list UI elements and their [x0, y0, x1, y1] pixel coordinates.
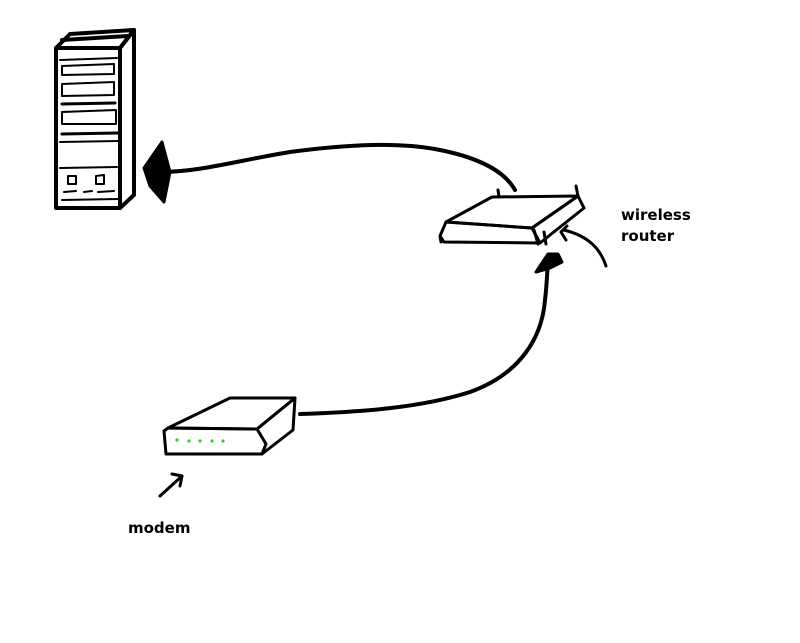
- modem-pointer-arrow-icon: [158, 472, 184, 498]
- cable-computer-to-router: [158, 142, 517, 192]
- router-pointer-arrow-icon: [559, 224, 608, 268]
- modem-label: modem: [128, 519, 191, 537]
- router-label-line-2: router: [621, 227, 675, 245]
- computer-cable-plug: [142, 140, 172, 204]
- wireless-router-icon: [438, 184, 586, 246]
- computer-tower-icon: [54, 28, 136, 210]
- modem-status-leds: [175, 438, 225, 443]
- cable-modem-to-router: [298, 260, 550, 416]
- router-label: wireless router: [621, 205, 711, 247]
- modem-icon: [162, 396, 297, 456]
- router-label-line-1: wireless: [621, 206, 691, 224]
